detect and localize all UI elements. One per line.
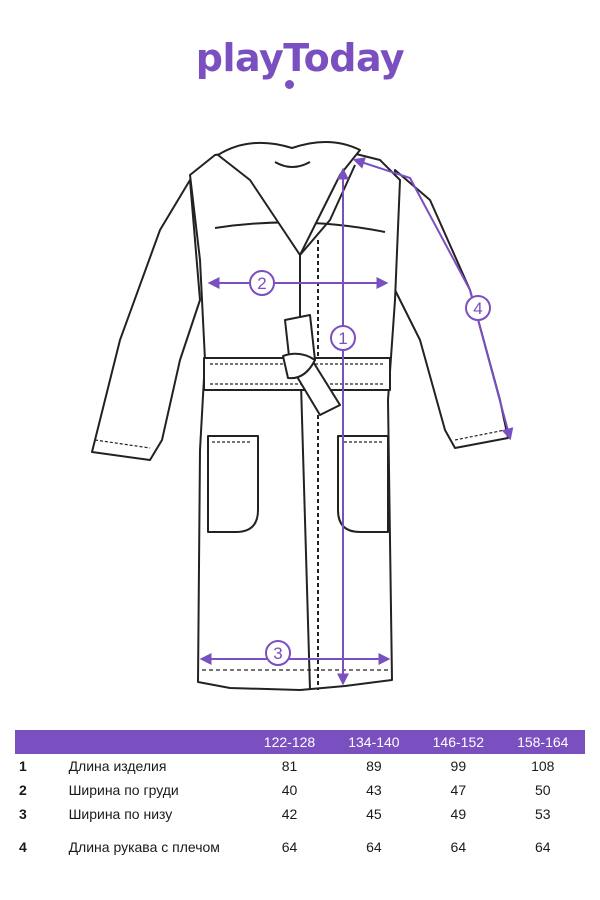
row-value: 108: [531, 758, 555, 774]
row-value: 49: [450, 806, 467, 822]
row-value: 45: [366, 806, 382, 822]
table-row: 2 Ширина по груди 40 43 47 50: [15, 778, 585, 802]
robe-outline: [91, 140, 509, 691]
row-value: 81: [281, 758, 298, 774]
row-value: 64: [366, 839, 382, 855]
brand-logo: playToday: [195, 36, 405, 80]
row-number: 1: [19, 758, 27, 774]
row-value: 53: [534, 806, 551, 822]
row-value: 89: [366, 758, 382, 774]
row-value: 99: [450, 758, 467, 774]
header-num: [15, 730, 69, 754]
header-name: [68, 730, 248, 754]
row-name: Длина изделия: [68, 758, 167, 774]
row-number: 4: [19, 839, 27, 855]
measure-4-sleeve: [352, 157, 514, 441]
row-value: 64: [281, 839, 298, 855]
header-size-3: 146-152: [416, 730, 501, 754]
header-size-1: 122-128: [247, 730, 332, 754]
marker-2: 2: [249, 270, 275, 296]
row-value: 42: [281, 806, 298, 822]
header-size-4: 158-164: [500, 730, 585, 754]
row-number: 3: [19, 806, 27, 822]
table-row: 3 Ширина по низу 42 45 49 53: [15, 802, 585, 826]
logo-dot: [285, 80, 294, 89]
row-value: 64: [534, 839, 551, 855]
row-value: 47: [450, 782, 467, 798]
row-value: 43: [366, 782, 382, 798]
table-row: 1 Длина изделия 81 89 99 108: [15, 754, 585, 778]
row-value: 40: [281, 782, 298, 798]
svg-text:3: 3: [273, 644, 282, 663]
table-row: 4 Длина рукава с плечом 64 64 64 64: [15, 826, 585, 868]
marker-1: 1: [330, 325, 356, 351]
marker-3: 3: [265, 640, 291, 666]
size-table-header: 122-128 134-140 146-152 158-164: [15, 730, 585, 754]
row-name: Длина рукава с плечом: [68, 839, 220, 855]
svg-text:4: 4: [473, 299, 482, 318]
row-value: 64: [450, 839, 467, 855]
svg-text:2: 2: [257, 274, 266, 293]
row-name: Ширина по низу: [68, 806, 173, 822]
row-number: 2: [19, 782, 27, 798]
size-table: 122-128 134-140 146-152 158-164 1 Длина …: [15, 730, 585, 868]
svg-text:1: 1: [338, 329, 347, 348]
header-size-2: 134-140: [331, 730, 417, 754]
marker-4: 4: [465, 295, 491, 321]
robe-diagram: 1 2 3 4: [91, 140, 514, 691]
row-name: Ширина по груди: [68, 782, 179, 798]
row-value: 50: [534, 782, 551, 798]
